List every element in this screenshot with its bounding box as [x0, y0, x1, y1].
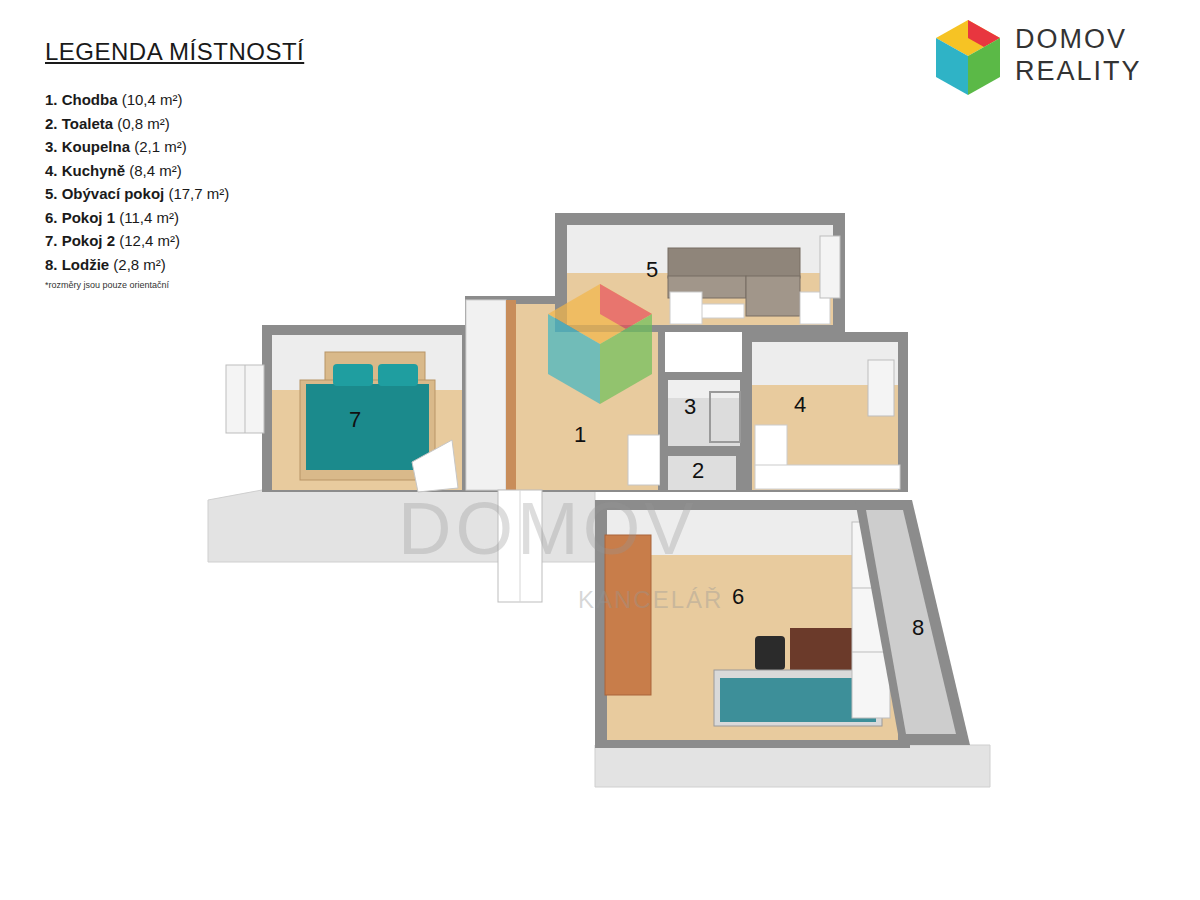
- legend-entry: 5. Obývací pokoj (17,7 m²): [45, 186, 229, 201]
- legend-title: LEGENDA MÍSTNOSTÍ: [45, 38, 304, 66]
- floor: [668, 456, 736, 490]
- room: 5: [643, 256, 662, 284]
- room: 8: [909, 614, 928, 642]
- room-number: 8: [912, 617, 924, 639]
- room-number: 4: [794, 394, 806, 416]
- legend-entry: 1. Chodba (10,4 m²): [45, 92, 183, 107]
- window: [868, 360, 894, 416]
- room: 3: [681, 393, 700, 421]
- legend-entry: 8. Lodžie (2,8 m²): [45, 257, 166, 272]
- wall: [742, 332, 908, 492]
- table: [700, 304, 744, 318]
- wall: [262, 325, 472, 492]
- door: [628, 435, 660, 485]
- room: 7: [346, 406, 365, 434]
- wall-face: [668, 380, 740, 398]
- room: 4: [791, 391, 810, 419]
- room: 6: [729, 583, 748, 611]
- door: [412, 440, 458, 492]
- note: *rozměry jsou pouze orientační: [45, 280, 169, 290]
- wall: [660, 450, 742, 492]
- wall: [855, 500, 970, 745]
- window: [820, 236, 840, 298]
- floor: [668, 398, 740, 446]
- kitchen-counter: [755, 425, 900, 489]
- legend-entry: 2. Toaleta (0,8 m²): [45, 116, 170, 131]
- window: [226, 365, 264, 433]
- legend-entry: 4. Kuchyně (8,4 m²): [45, 163, 182, 178]
- brand-name: DOMOV REALITY: [1015, 24, 1145, 88]
- wall: [465, 296, 665, 492]
- legend-entry: 3. Koupelna (2,1 m²): [45, 139, 187, 154]
- room-number: 2: [692, 460, 704, 482]
- floor: [866, 510, 956, 734]
- wardrobe: [466, 300, 516, 490]
- room-number: 7: [349, 409, 361, 431]
- watermark: DOMOV: [398, 486, 698, 571]
- desk: [790, 628, 860, 672]
- legend-entry: 7. Pokoj 2 (12,4 m²): [45, 233, 180, 248]
- logo: [936, 20, 1000, 95]
- cabinet: [670, 292, 702, 324]
- watermark: KANCELÁŘ: [578, 586, 723, 614]
- chair: [755, 636, 785, 670]
- legend-entry: 6. Pokoj 1 (11,4 m²): [45, 210, 179, 225]
- exterior-wall: [595, 745, 990, 787]
- room: 2: [689, 457, 708, 485]
- wall: [660, 372, 748, 452]
- room-number: 5: [646, 259, 658, 281]
- room-number: 3: [684, 396, 696, 418]
- shower: [710, 392, 740, 442]
- room-number: 1: [574, 424, 586, 446]
- room-number: 6: [732, 586, 744, 608]
- watermark-logo: [548, 284, 652, 404]
- room: 1: [571, 421, 590, 449]
